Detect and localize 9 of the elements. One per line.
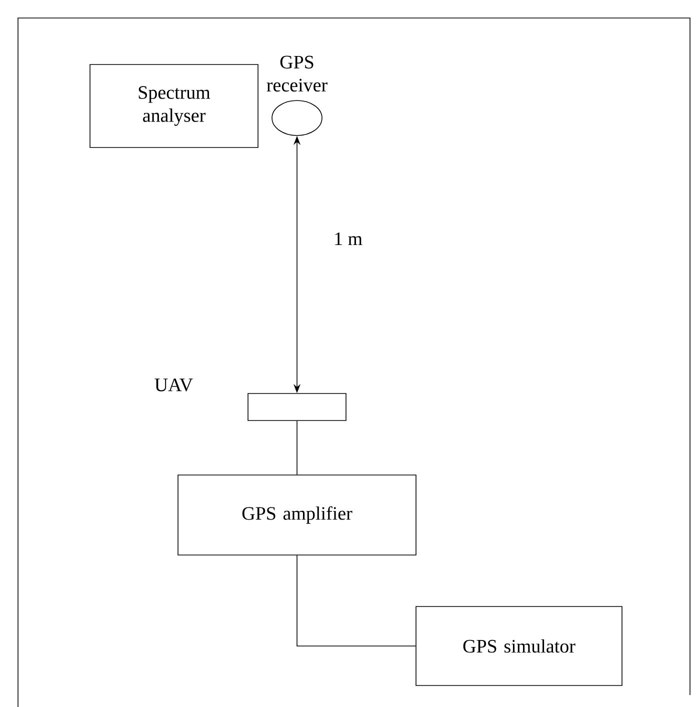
edge-label: 1 m — [335, 232, 362, 246]
device-box: Spectrum analyser — [90, 64, 258, 148]
uav-box: UAV — [154, 378, 346, 421]
connector-line — [296, 555, 416, 646]
device-box: GPS simulator — [416, 606, 622, 686]
connector-line — [296, 420, 298, 475]
device-box: GPS amplifier — [178, 474, 416, 556]
node-label: UAV — [154, 378, 193, 392]
node-label: GPS receiver — [266, 56, 328, 92]
